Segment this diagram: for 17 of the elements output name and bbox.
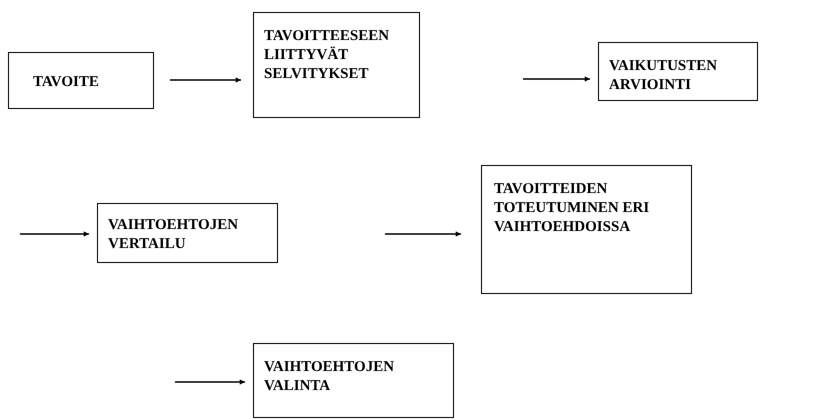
arrow bbox=[20, 231, 89, 237]
process-box bbox=[481, 165, 692, 294]
process-box bbox=[97, 203, 278, 263]
arrow bbox=[385, 231, 461, 237]
box-label: VAIKUTUSTEN ARVIOINTI bbox=[609, 57, 718, 95]
arrow bbox=[175, 379, 245, 385]
arrow bbox=[523, 76, 590, 82]
arrow bbox=[170, 77, 241, 83]
process-box bbox=[253, 12, 420, 118]
process-box bbox=[253, 343, 454, 418]
box-label: VAIHTOEHTOJEN VALINTA bbox=[264, 358, 396, 396]
box-label: TAVOITTEESEEN LIITTYVÄT SELVITYKSET bbox=[264, 27, 390, 84]
box-label: VAIHTOEHTOJEN VERTAILU bbox=[108, 216, 240, 254]
box-label: TAVOITTEIDEN TOTEUTUMINEN ERI VAIHTOEHDOISSA bbox=[494, 180, 650, 237]
process-box bbox=[598, 42, 758, 101]
box-label: TAVOITE bbox=[33, 73, 100, 92]
process-box bbox=[8, 52, 154, 109]
